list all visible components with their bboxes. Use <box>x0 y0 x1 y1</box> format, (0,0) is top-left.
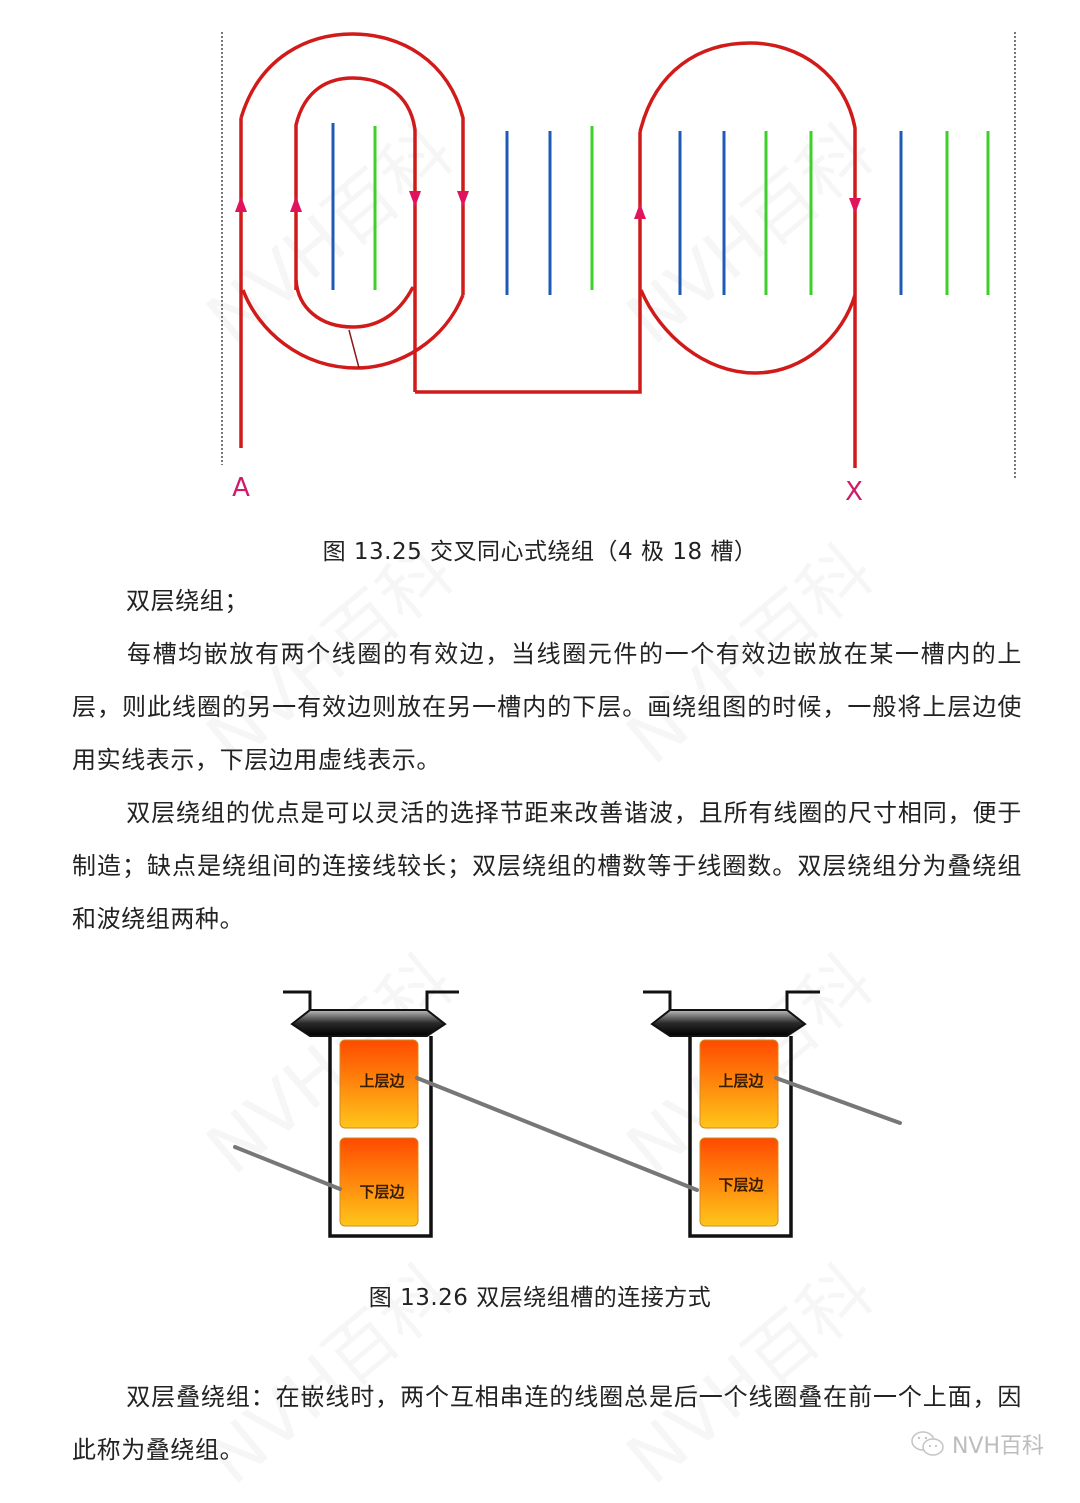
brand-watermark: NVH百科 <box>910 1428 1044 1460</box>
wechat-icon <box>911 1431 944 1456</box>
terminal-x-label: X <box>845 477 863 507</box>
arrow-up-icon <box>290 196 302 212</box>
connector-wires <box>233 1076 902 1192</box>
upper-layer-label: 上层边 <box>359 1072 405 1090</box>
upper-layer-label: 上层边 <box>718 1072 764 1090</box>
slot-connection-figure: 上层边 下层边 上层边 下层边 <box>233 990 902 1238</box>
arrow-up-icon <box>634 203 646 219</box>
upper-layer-conductor <box>699 1039 779 1129</box>
paragraph-text: 双层绕组的优点是可以灵活的选择节距来改善谐波，且所有线圈的尺寸相同，便于制造；缺… <box>72 799 1022 933</box>
winding-diagram-figure: A X <box>221 32 1016 507</box>
slot-2: 上层边 下层边 <box>643 990 820 1238</box>
figure-caption-13-25: 图 13.25 交叉同心式绕组（4 极 18 槽） <box>322 539 758 565</box>
upper-layer-conductor <box>339 1039 419 1129</box>
paragraph-text: 每槽均嵌放有两个线圈的有效边，当线圈元件的一个有效边嵌放在某一槽内的上层，则此线… <box>72 640 1022 774</box>
slot-1: 上层边 下层边 <box>283 990 459 1238</box>
paragraph-lap-winding: 双层叠绕组：在嵌线时，两个互相串连的线圈总是后一个线圈叠在前一个上面，因此称为叠… <box>72 1371 1022 1477</box>
coil-group-2 <box>638 41 857 468</box>
paragraph-advantages: 双层绕组的优点是可以灵活的选择节距来改善谐波，且所有线圈的尺寸相同，便于制造；缺… <box>72 787 1022 946</box>
arrow-down-icon <box>409 191 421 207</box>
slot-wedge <box>650 1009 807 1037</box>
lower-layer-label: 下层边 <box>359 1183 405 1201</box>
brand-label: NVH百科 <box>951 1434 1044 1459</box>
slot-wedge <box>290 1009 447 1037</box>
lower-layer-label: 下层边 <box>718 1176 764 1194</box>
paragraph-heading: 双层绕组； <box>72 575 1022 628</box>
coil-group-1 <box>239 32 642 448</box>
paragraph-text: 双层叠绕组：在嵌线时，两个互相串连的线圈总是后一个线圈叠在前一个上面，因此称为叠… <box>72 1383 1022 1464</box>
paragraph-definition: 每槽均嵌放有两个线圈的有效边，当线圈元件的一个有效边嵌放在某一槽内的上层，则此线… <box>72 628 1022 787</box>
terminal-a-label: A <box>232 473 250 503</box>
lower-layer-conductor <box>699 1137 779 1227</box>
arrow-up-icon <box>235 196 247 212</box>
direction-arrows <box>235 191 861 219</box>
arrow-down-icon <box>849 198 861 214</box>
figure-caption-13-26: 图 13.26 双层绕组槽的连接方式 <box>368 1285 712 1311</box>
paragraph-text: 双层绕组； <box>126 587 249 615</box>
arrow-down-icon <box>457 191 469 207</box>
slot-conductors <box>331 123 990 295</box>
lower-layer-conductor <box>339 1137 419 1227</box>
